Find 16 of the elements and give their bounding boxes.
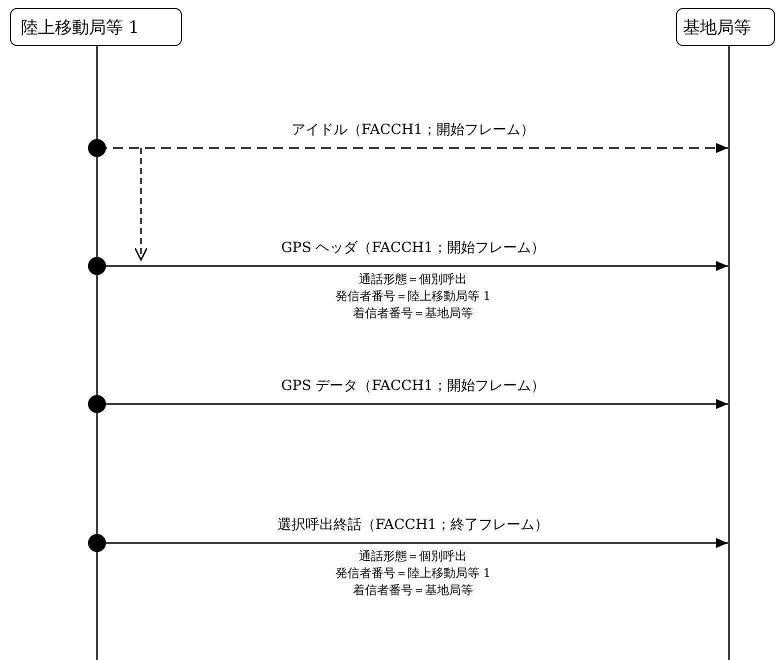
message-parameter: 発信者番号＝陸上移動局等 1 xyxy=(335,565,491,582)
message-parameter: 通話形態＝個別呼出 xyxy=(359,271,467,288)
message-parameter: 着信者番号＝基地局等 xyxy=(353,582,473,599)
message-label: GPS ヘッダ（FACCH1；開始フレーム） xyxy=(281,239,545,257)
message-label: アイドル（FACCH1；開始フレーム） xyxy=(291,121,535,139)
participant-box: 基地局等 xyxy=(676,8,775,46)
participant-box: 陸上移動局等 1 xyxy=(10,8,182,46)
message-arrow xyxy=(88,139,728,157)
message-arrow xyxy=(88,395,728,413)
message-arrow xyxy=(88,534,728,552)
message-arrow xyxy=(88,257,728,275)
message-parameter: 通話形態＝個別呼出 xyxy=(359,548,467,565)
message-label: 選択呼出終話（FACCH1；終了フレーム） xyxy=(277,516,549,534)
message-parameter: 発信者番号＝陸上移動局等 1 xyxy=(335,288,491,305)
message-label: GPS データ（FACCH1；開始フレーム） xyxy=(281,377,545,395)
message-parameter: 着信者番号＝基地局等 xyxy=(353,305,473,322)
